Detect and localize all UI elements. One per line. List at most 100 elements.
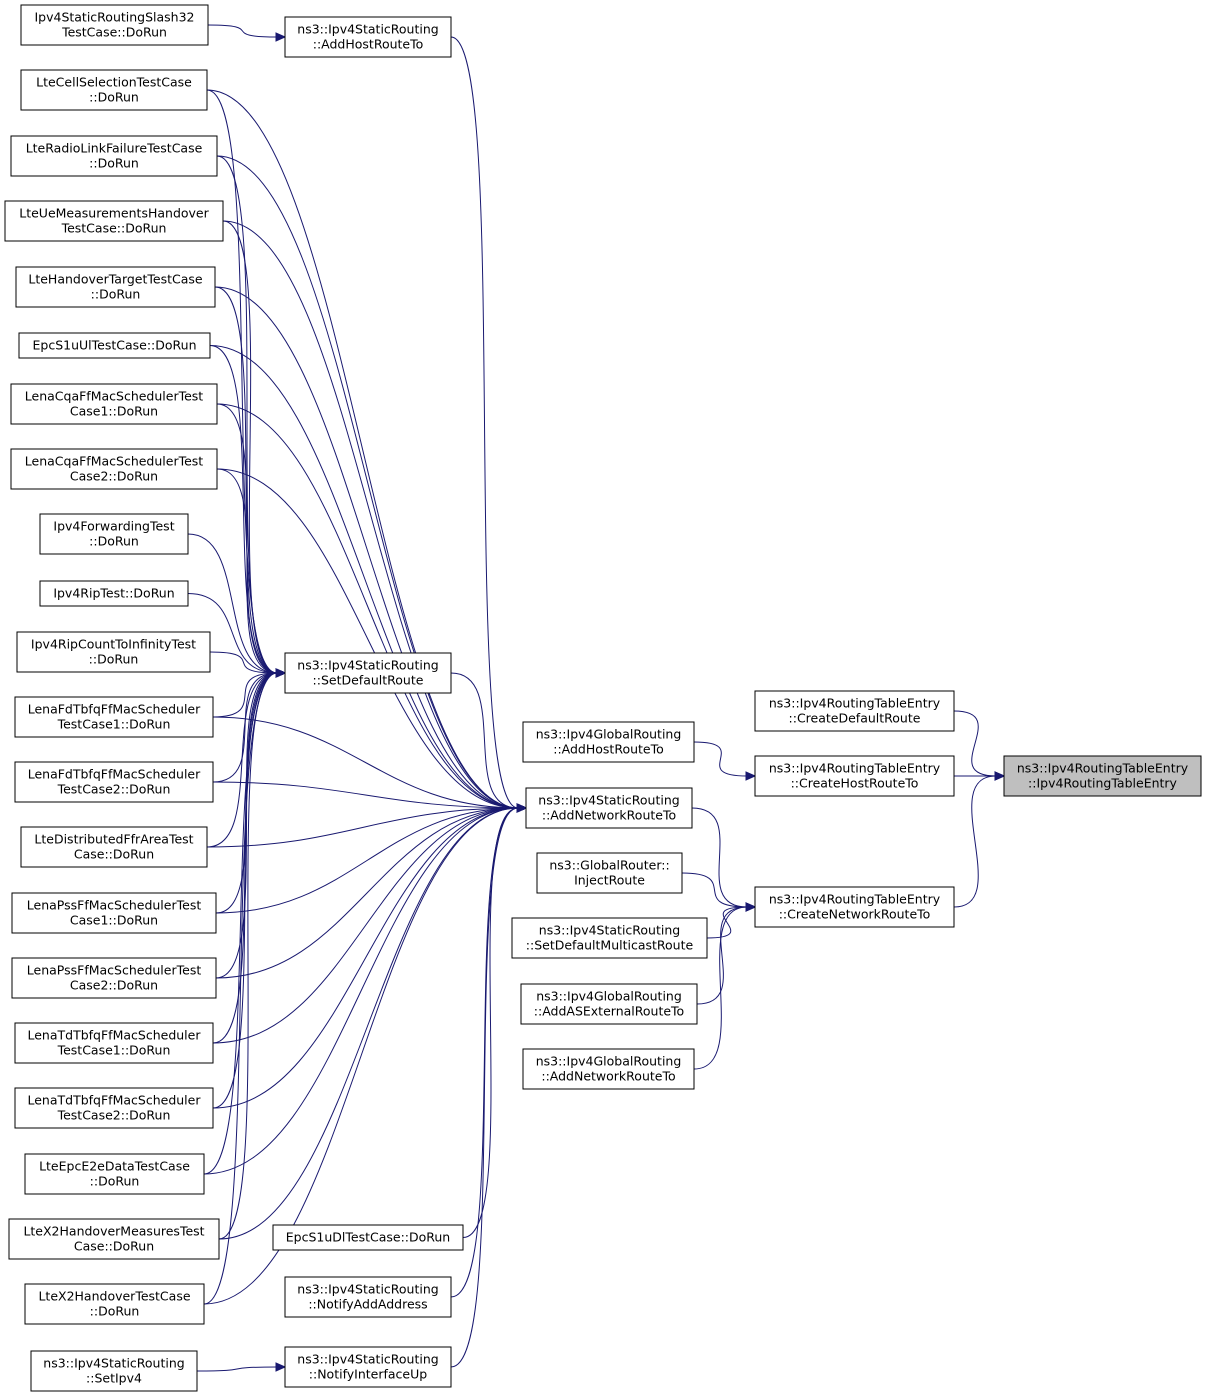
edge-addASExternal-to-createNetwork xyxy=(696,906,748,1005)
node-epcDl[interactable]: EpcS1uDlTestCase::DoRun xyxy=(272,1224,464,1251)
node-hoTarget[interactable]: LteHandoverTargetTestCase::DoRun xyxy=(15,266,216,308)
node-box-injectRoute xyxy=(536,852,683,894)
node-addASExternal[interactable]: ns3::Ipv4GlobalRouting::AddASExternalRou… xyxy=(520,983,698,1025)
edge-x2ho-to-setDefaultRoute xyxy=(203,672,278,1305)
node-box-slash32 xyxy=(20,4,209,46)
edge-createNetwork-to-root xyxy=(953,775,997,908)
node-rip[interactable]: Ipv4RipTest::DoRun xyxy=(39,580,189,607)
node-label-staticAddHost-line1: ns3::Ipv4StaticRouting xyxy=(297,22,438,37)
node-box-notifyIfUp xyxy=(284,1346,452,1388)
node-e2e[interactable]: LteEpcE2eDataTestCase::DoRun xyxy=(24,1153,205,1195)
arrowhead-globalAddHost-to-createHost xyxy=(745,771,757,781)
node-label-setDefaultMulticast-line2: ::SetDefaultMulticastRoute xyxy=(526,938,694,953)
node-x2ho[interactable]: LteX2HandoverTestCase::DoRun xyxy=(24,1283,205,1325)
node-rlf[interactable]: LteRadioLinkFailureTestCase::DoRun xyxy=(10,135,218,177)
node-notifyAddAddress[interactable]: ns3::Ipv4StaticRouting::NotifyAddAddress xyxy=(284,1276,452,1318)
node-box-pss1 xyxy=(11,892,217,934)
node-label-hoTarget-line1: LteHandoverTargetTestCase xyxy=(28,272,203,287)
node-label-fd1-line2: TestCase1::DoRun xyxy=(57,717,171,732)
node-label-globalAddNetwork-line2: ::AddNetworkRouteTo xyxy=(541,1069,675,1084)
node-label-ueMeas-line1: LteUeMeasurementsHandover xyxy=(19,206,209,221)
node-box-e2e xyxy=(24,1153,205,1195)
node-box-pss2 xyxy=(11,957,217,999)
node-cellSel[interactable]: LteCellSelectionTestCase::DoRun xyxy=(20,69,208,111)
node-label-x2meas-line2: Case::DoRun xyxy=(74,1239,154,1254)
edge-setIpv4-to-notifyIfUp xyxy=(196,1366,278,1372)
node-label-fwd-line2: ::DoRun xyxy=(89,534,139,549)
node-label-addASExternal-line1: ns3::Ipv4GlobalRouting xyxy=(536,989,682,1004)
node-fwd[interactable]: Ipv4ForwardingTest::DoRun xyxy=(39,513,189,555)
node-label-createNetwork-line2: ::CreateNetworkRouteTo xyxy=(779,907,931,922)
node-label-notifyIfUp-line2: ::NotifyInterfaceUp xyxy=(309,1367,427,1382)
node-globalAddHost[interactable]: ns3::Ipv4GlobalRouting::AddHostRouteTo xyxy=(522,721,695,763)
node-box-rlf xyxy=(10,135,218,177)
node-box-globalAddNetwork xyxy=(522,1048,695,1090)
node-epcUl[interactable]: EpcS1uUlTestCase::DoRun xyxy=(18,332,211,359)
edge-cqa1-to-staticAddNetwork xyxy=(216,403,519,809)
node-box-staticAddHost xyxy=(284,16,452,58)
node-label-setDefaultRoute-line1: ns3::Ipv4StaticRouting xyxy=(297,658,438,673)
node-label-globalAddNetwork-line1: ns3::Ipv4GlobalRouting xyxy=(536,1054,682,1069)
node-label-slash32-line2: TestCase::DoRun xyxy=(61,25,167,40)
node-label-setIpv4-line2: ::SetIpv4 xyxy=(86,1371,142,1386)
node-box-notifyAddAddress xyxy=(284,1276,452,1318)
node-box-x2meas xyxy=(8,1218,220,1260)
node-setDefaultRoute[interactable]: ns3::Ipv4StaticRouting::SetDefaultRoute xyxy=(284,652,452,694)
node-staticAddNetwork[interactable]: ns3::Ipv4StaticRouting::AddNetworkRouteT… xyxy=(525,787,693,829)
node-box-setDefaultMulticast xyxy=(511,917,708,959)
node-box-rip xyxy=(39,580,189,607)
node-label-injectRoute-line1: ns3::GlobalRouter:: xyxy=(549,858,669,873)
arrowhead-x2ho-to-staticAddNetwork xyxy=(516,803,528,813)
node-box-addASExternal xyxy=(520,983,698,1025)
edge-rip-to-setDefaultRoute xyxy=(187,593,278,674)
node-setIpv4[interactable]: ns3::Ipv4StaticRouting::SetIpv4 xyxy=(30,1350,198,1392)
edge-epcDl-to-staticAddNetwork xyxy=(462,807,519,1238)
node-root[interactable]: ns3::Ipv4RoutingTableEntry::Ipv4RoutingT… xyxy=(1003,755,1202,797)
node-label-createHost-line1: ns3::Ipv4RoutingTableEntry xyxy=(769,761,941,776)
node-setDefaultMulticast[interactable]: ns3::Ipv4StaticRouting::SetDefaultMultic… xyxy=(511,917,708,959)
edge-globalAddNetwork-to-createNetwork xyxy=(693,906,748,1070)
node-label-setIpv4-line1: ns3::Ipv4StaticRouting xyxy=(43,1356,184,1371)
node-createDefault[interactable]: ns3::Ipv4RoutingTableEntry::CreateDefaul… xyxy=(754,690,955,732)
nodes-layer: ns3::Ipv4RoutingTableEntry::Ipv4RoutingT… xyxy=(4,4,1202,1392)
edge-pss1-to-staticAddNetwork xyxy=(215,807,519,914)
node-label-notifyAddAddress-line2: ::NotifyAddAddress xyxy=(308,1297,427,1312)
edge-td1-to-staticAddNetwork xyxy=(212,807,519,1044)
node-label-cqa2-line1: LenaCqaFfMacSchedulerTest xyxy=(25,454,204,469)
node-box-createHost xyxy=(754,755,955,797)
node-box-cellSel xyxy=(20,69,208,111)
node-createHost[interactable]: ns3::Ipv4RoutingTableEntry::CreateHostRo… xyxy=(754,755,955,797)
node-box-ueMeas xyxy=(4,200,224,242)
edge-notifyAddAddress-to-staticAddNetwork xyxy=(450,807,519,1298)
node-label-createHost-line2: ::CreateHostRouteTo xyxy=(791,776,919,791)
node-injectRoute[interactable]: ns3::GlobalRouter::InjectRoute xyxy=(536,852,683,894)
node-notifyIfUp[interactable]: ns3::Ipv4StaticRouting::NotifyInterfaceU… xyxy=(284,1346,452,1388)
node-box-ffr xyxy=(20,826,208,868)
edge-cqa2-to-setDefaultRoute xyxy=(216,468,278,674)
edge-setDefaultRoute-to-staticAddNetwork xyxy=(450,672,519,809)
node-label-rip-line1: Ipv4RipTest::DoRun xyxy=(53,586,174,601)
node-createNetwork[interactable]: ns3::Ipv4RoutingTableEntry::CreateNetwor… xyxy=(754,886,955,928)
node-globalAddNetwork[interactable]: ns3::Ipv4GlobalRouting::AddNetworkRouteT… xyxy=(522,1048,695,1090)
node-label-fd2-line2: TestCase2::DoRun xyxy=(57,782,171,797)
node-box-epcUl xyxy=(18,332,211,359)
edge-fd1-to-staticAddNetwork xyxy=(212,716,519,809)
node-label-epcDl-line1: EpcS1uDlTestCase::DoRun xyxy=(286,1230,450,1245)
node-staticAddHost[interactable]: ns3::Ipv4StaticRouting::AddHostRouteTo xyxy=(284,16,452,58)
node-label-x2ho-line2: ::DoRun xyxy=(90,1304,140,1319)
edge-rlf-to-setDefaultRoute xyxy=(216,155,278,674)
node-box-setDefaultRoute xyxy=(284,652,452,694)
node-ripInf[interactable]: Ipv4RipCountToInfinityTest::DoRun xyxy=(16,631,211,673)
